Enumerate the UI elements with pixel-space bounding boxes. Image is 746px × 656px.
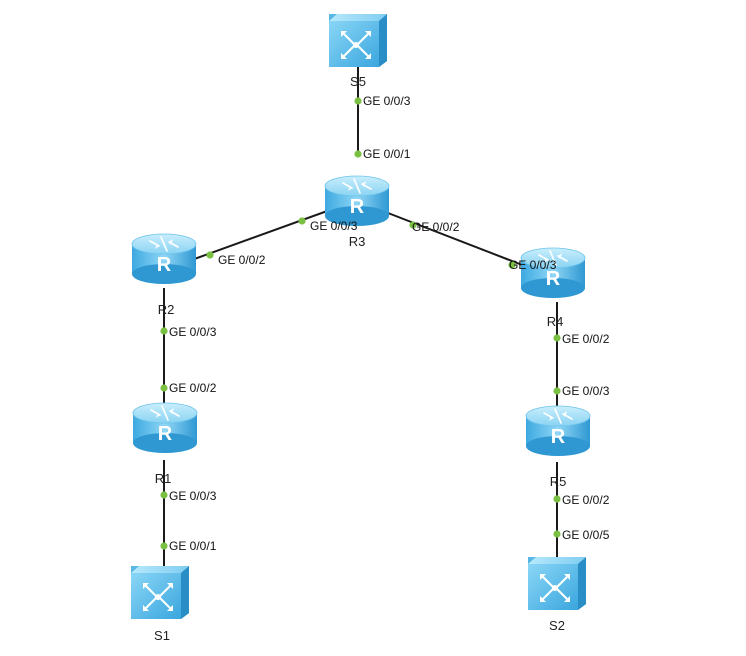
port-dot-r4 xyxy=(553,334,561,342)
devices-layer xyxy=(130,13,591,620)
device-label-s1: S1 xyxy=(154,628,170,643)
port-dot-r4 xyxy=(508,261,516,269)
device-label-r1: R1 xyxy=(155,471,172,486)
port-label-r2: GE 0/0/2 xyxy=(218,253,266,267)
router-icon-r5[interactable] xyxy=(525,405,591,457)
port-dot-s2 xyxy=(553,530,561,538)
port-dot-s5 xyxy=(354,97,362,105)
switch-icon-s1[interactable] xyxy=(130,565,190,620)
port-dot-r5 xyxy=(553,495,561,503)
switch-icon-s5[interactable] xyxy=(328,13,388,68)
port-label-r1: GE 0/0/3 xyxy=(169,489,217,503)
port-label-r3: GE 0/0/2 xyxy=(412,220,460,234)
port-label-r2: GE 0/0/3 xyxy=(169,325,217,339)
port-dot-r3 xyxy=(409,221,417,229)
device-label-r3: R3 xyxy=(349,234,366,249)
port-dot-s1 xyxy=(160,542,168,550)
router-icon-r1[interactable] xyxy=(132,402,198,454)
port-dot-r2 xyxy=(160,327,168,335)
labels-layer: GE 0/0/3 GE 0/0/1 GE 0/0/3 GE 0/0/2 GE 0/0/2… xyxy=(154,74,610,643)
port-label-r4: GE 0/0/3 xyxy=(509,258,557,272)
port-label-s5: GE 0/0/3 xyxy=(363,94,411,108)
port-label-s2: GE 0/0/5 xyxy=(562,528,610,542)
device-label-s2: S2 xyxy=(549,618,565,633)
router-icon-r2[interactable] xyxy=(131,233,197,285)
port-label-r5: GE 0/0/3 xyxy=(562,384,610,398)
port-label-r4: GE 0/0/2 xyxy=(562,332,610,346)
port-dots-layer xyxy=(160,97,561,550)
port-label-s1: GE 0/0/1 xyxy=(169,539,217,553)
port-dot-r1 xyxy=(160,384,168,392)
links-layer xyxy=(163,66,558,570)
device-label-r2: R2 xyxy=(158,302,175,317)
port-dot-r3 xyxy=(298,217,306,225)
device-label-s5: S5 xyxy=(350,74,366,89)
port-label-r1: GE 0/0/2 xyxy=(169,381,217,395)
switch-icon-s2[interactable] xyxy=(527,556,587,611)
port-label-r3: GE 0/0/3 xyxy=(310,219,358,233)
port-label-r5: GE 0/0/2 xyxy=(562,493,610,507)
port-dot-r1 xyxy=(160,491,168,499)
device-label-r4: R4 xyxy=(547,314,564,329)
port-dot-r3 xyxy=(354,150,362,158)
port-dot-r5 xyxy=(553,387,561,395)
device-label-r5: R5 xyxy=(550,474,567,489)
port-dot-r2 xyxy=(206,251,214,259)
port-label-r3: GE 0/0/1 xyxy=(363,147,411,161)
router-icon-r4[interactable] xyxy=(520,247,586,299)
